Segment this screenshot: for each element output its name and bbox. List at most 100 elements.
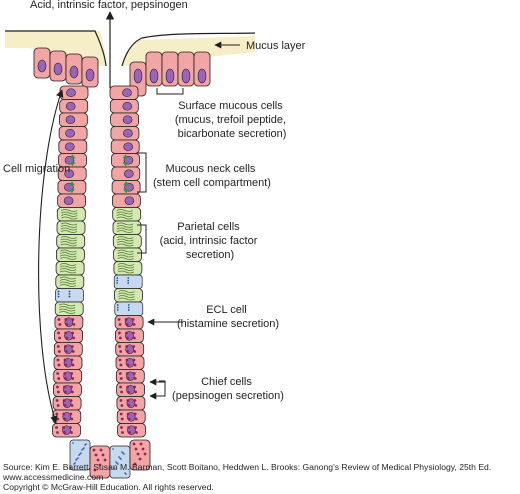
canaliculus	[117, 257, 134, 260]
mucus-outline	[5, 30, 107, 67]
chief-granule	[64, 318, 68, 321]
canaliculus	[117, 263, 135, 266]
ecl-granule	[68, 295, 71, 298]
canaliculus	[116, 230, 134, 233]
chief-granule	[133, 462, 137, 466]
ecl-granule	[128, 309, 130, 311]
chief-granule	[126, 377, 130, 380]
canaliculus	[117, 241, 134, 244]
chief-granule	[118, 372, 122, 375]
chief-granule	[127, 426, 130, 429]
chief-granule	[101, 453, 105, 457]
chief-granule	[134, 417, 138, 421]
nucleus	[122, 115, 133, 125]
nucleus	[124, 196, 135, 206]
chief-granule	[55, 412, 59, 416]
ecl-granule	[116, 277, 118, 279]
stem-cell-arrow	[69, 154, 76, 167]
chief-granule	[133, 377, 137, 380]
chief-granule	[135, 431, 138, 434]
canaliculus	[61, 211, 78, 215]
chief-granule	[57, 363, 61, 367]
source-copyright: Copyright © McGraw-Hill Education. All r…	[3, 482, 214, 492]
canaliculus	[118, 295, 135, 298]
nucleus	[65, 115, 76, 125]
nucleus	[65, 128, 75, 138]
ecl-granule	[57, 290, 60, 293]
ecl-granule	[68, 290, 71, 293]
chief-granule	[65, 336, 68, 340]
chief-label: Chief cells (pepsinogen secretion)	[172, 376, 284, 402]
nucleus	[53, 62, 63, 76]
chief-granule	[124, 318, 128, 321]
ecl-granule	[116, 279, 118, 282]
chief-granule	[71, 331, 74, 335]
chief-granule	[133, 336, 136, 340]
canaliculus	[117, 268, 135, 271]
nucleus	[66, 88, 76, 98]
ecl-granule	[120, 458, 122, 460]
chief-granule	[118, 323, 122, 326]
ecl-granule	[83, 447, 85, 449]
chief-granule	[133, 399, 137, 402]
canaliculus	[118, 297, 135, 301]
chief-granule	[71, 390, 74, 394]
source-website[interactable]: www.accessmedicine.com	[3, 472, 104, 482]
chief-granule	[119, 385, 122, 389]
canaliculus	[116, 214, 133, 217]
chief-granule	[125, 372, 129, 375]
canaliculus	[116, 227, 134, 231]
canaliculus	[116, 211, 133, 215]
chief-granule	[69, 426, 72, 429]
source-citation: Source: Kim E. Barrett, Susan M. Barman,…	[3, 462, 492, 472]
nucleus	[123, 142, 133, 152]
chief-granule	[98, 463, 102, 467]
chief-granule	[62, 426, 65, 429]
canaliculus	[116, 225, 134, 228]
chief-cell	[129, 439, 151, 471]
ecl-granule	[77, 457, 79, 459]
chief-granule	[128, 431, 131, 434]
chief-granule	[117, 318, 121, 321]
ecl-granule	[127, 279, 129, 282]
ecl-granule	[128, 306, 130, 309]
parietal-bracket	[137, 224, 147, 254]
chief-granule	[132, 331, 135, 335]
ecl-granule	[73, 463, 75, 465]
chief-granule	[63, 358, 67, 362]
canaliculus	[117, 249, 134, 253]
chief-granule	[119, 399, 123, 402]
chief-granule	[58, 336, 61, 340]
mucus-layer-label: Mucus layer	[246, 40, 306, 52]
nucleus	[122, 88, 132, 98]
canaliculus	[117, 265, 135, 269]
chief-granule	[63, 372, 67, 375]
chief-granule	[138, 457, 142, 461]
chief-granule	[70, 345, 74, 348]
chief-granule	[99, 448, 103, 452]
cell-migration-arrow	[38, 89, 64, 424]
chief-granule	[121, 431, 124, 434]
chief-granule	[63, 417, 67, 421]
canaliculus	[118, 292, 135, 296]
ecl-granule	[79, 453, 81, 455]
nucleus	[64, 169, 74, 179]
chief-granule	[63, 345, 67, 348]
nucleus	[181, 68, 191, 84]
chief-granule	[132, 323, 136, 326]
ecl-granule	[116, 462, 118, 464]
chief-granule	[125, 331, 128, 335]
ecl-cell	[114, 301, 144, 316]
ecl-granule	[75, 459, 77, 461]
canaliculus	[116, 222, 134, 226]
chief-granule	[134, 426, 137, 429]
chief-granule	[136, 452, 140, 456]
nucleus	[63, 196, 74, 206]
chief-granule	[69, 399, 73, 402]
ecl-granule	[114, 468, 116, 470]
chief-granule	[126, 385, 129, 389]
chief-granule	[94, 453, 98, 457]
ecl-granule	[117, 306, 119, 309]
chief-granule	[70, 431, 73, 434]
